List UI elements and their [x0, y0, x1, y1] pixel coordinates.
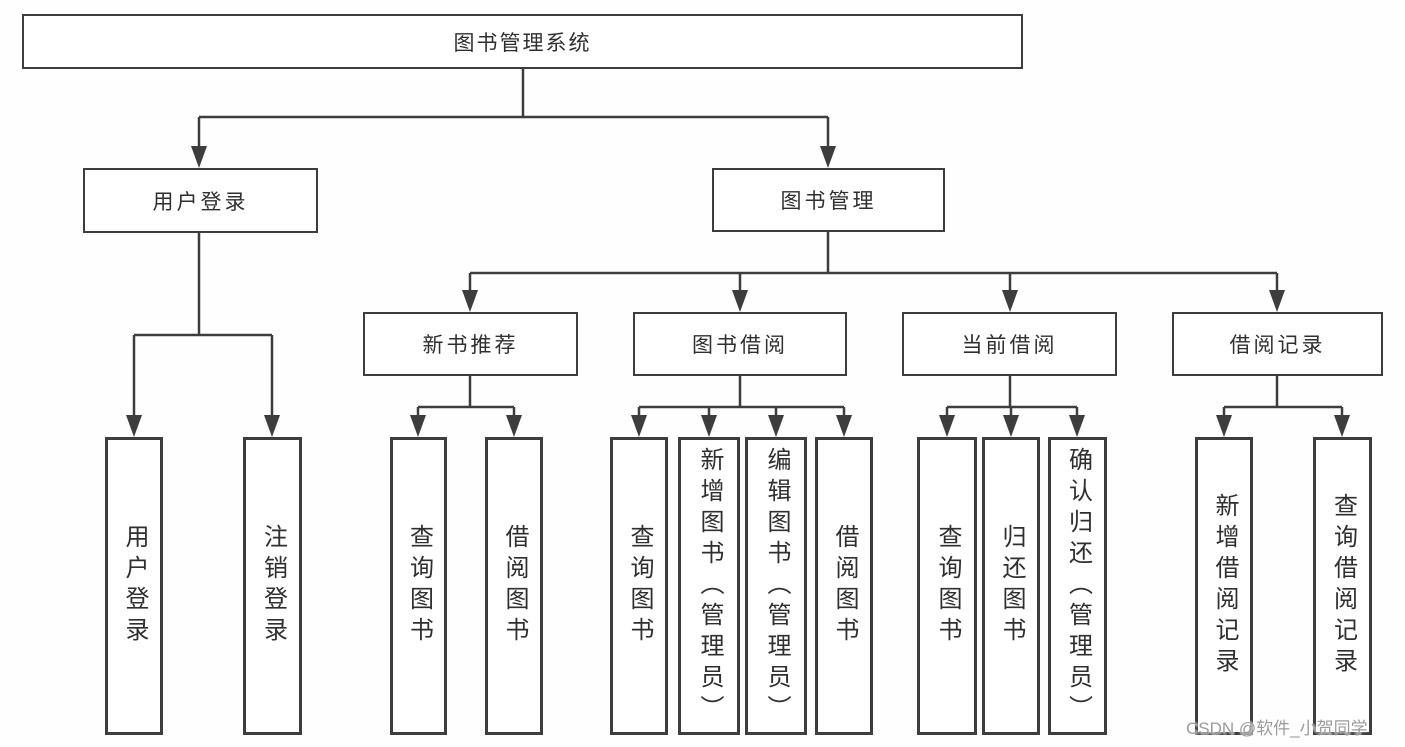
leaf-confirm-return-admin-label: 确认归还（管理员）	[1064, 446, 1092, 726]
node-new-book-recommend-label: 新书推荐	[422, 334, 519, 357]
leaf-query-borrow-record-label: 查询借阅记录	[1329, 493, 1357, 679]
leaf-logout: 注销登录	[243, 437, 302, 735]
leaf-edit-book-admin-label: 编辑图书（管理员）	[763, 446, 790, 726]
leaf-borrow-book-1: 借阅图书	[485, 437, 543, 735]
node-current-borrow-label: 当前借阅	[961, 334, 1058, 357]
leaf-return-book-label: 归还图书	[998, 524, 1025, 648]
leaf-add-book-admin: 新增图书（管理员）	[678, 437, 740, 735]
node-book-borrow: 图书借阅	[633, 312, 847, 376]
node-borrow-records-label: 借阅记录	[1229, 334, 1326, 357]
node-borrow-records: 借阅记录	[1172, 312, 1383, 376]
leaf-user-login: 用户登录	[105, 437, 163, 735]
node-current-borrow: 当前借阅	[902, 312, 1117, 376]
node-book-management-label: 图书管理	[780, 190, 877, 213]
node-book-management: 图书管理	[712, 168, 945, 232]
leaf-return-book: 归还图书	[982, 437, 1040, 735]
leaf-query-book-3: 查询图书	[917, 437, 977, 735]
leaf-query-book-2-label: 查询图书	[626, 524, 653, 648]
leaf-query-book-2: 查询图书	[610, 437, 668, 735]
node-book-borrow-label: 图书借阅	[692, 334, 788, 357]
node-user-login: 用户登录	[83, 168, 318, 233]
leaf-logout-label: 注销登录	[259, 524, 287, 648]
leaf-query-book-1: 查询图书	[390, 437, 447, 735]
node-user-login-label: 用户登录	[152, 190, 249, 214]
node-root: 图书管理系统	[22, 14, 1023, 69]
leaf-add-borrow-record-label: 新增借阅记录	[1211, 493, 1238, 679]
leaf-borrow-book-1-label: 借阅图书	[501, 524, 528, 648]
leaf-edit-book-admin: 编辑图书（管理员）	[745, 437, 807, 735]
leaf-user-login-label: 用户登录	[121, 524, 148, 648]
leaf-add-borrow-record: 新增借阅记录	[1195, 437, 1253, 735]
leaf-borrow-book-2-label: 借阅图书	[831, 524, 858, 648]
leaf-query-book-3-label: 查询图书	[934, 524, 961, 648]
leaf-query-borrow-record: 查询借阅记录	[1313, 437, 1372, 735]
watermark: CSDN @软件_小贺同学	[1186, 719, 1368, 738]
leaf-confirm-return-admin: 确认归还（管理员）	[1048, 437, 1107, 735]
leaf-query-book-1-label: 查询图书	[405, 524, 433, 648]
node-new-book-recommend: 新书推荐	[363, 312, 578, 376]
node-root-label: 图书管理系统	[453, 31, 592, 55]
leaf-borrow-book-2: 借阅图书	[815, 437, 873, 735]
leaf-add-book-admin-label: 新增图书（管理员）	[696, 446, 723, 726]
